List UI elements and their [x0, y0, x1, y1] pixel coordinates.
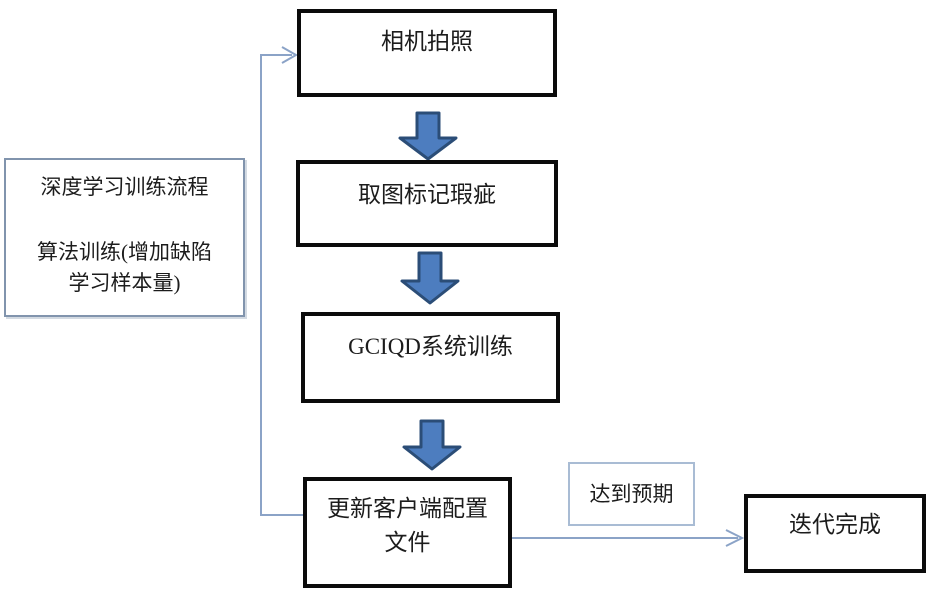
node-update-client-config: 更新客户端配置 文件: [303, 477, 512, 588]
down-arrow-3: [402, 419, 462, 471]
note-line: 算法训练(增加缺陷: [37, 240, 212, 265]
down-arrow-1: [398, 111, 458, 161]
node-gciqd-training: GCIQD系统训练: [301, 312, 560, 403]
feedback-connector-arrowhead: [281, 46, 299, 64]
node-label: 相机拍照: [381, 29, 473, 54]
node-camera-capture: 相机拍照: [297, 9, 557, 97]
node-label: 达到预期: [589, 482, 674, 506]
node-label-line: 文件: [384, 530, 431, 555]
note-line: 学习样本量): [68, 271, 181, 296]
node-iteration-complete: 迭代完成: [744, 494, 926, 573]
feedback-connector-line: [260, 54, 303, 516]
done-connector-arrowhead: [725, 529, 745, 547]
node-label: 取图标记瑕疵: [358, 182, 496, 207]
node-label-line: 更新客户端配置: [327, 496, 488, 521]
node-label: GCIQD系统训练: [348, 334, 513, 359]
node-mark-defects: 取图标记瑕疵: [296, 160, 558, 247]
node-label: 迭代完成: [789, 512, 881, 537]
note-training-process: 深度学习训练流程 算法训练(增加缺陷 学习样本量): [4, 158, 245, 317]
down-arrow-2: [400, 251, 460, 305]
node-condition-expectation-met: 达到预期: [568, 462, 695, 526]
note-line: 深度学习训练流程: [40, 175, 209, 199]
